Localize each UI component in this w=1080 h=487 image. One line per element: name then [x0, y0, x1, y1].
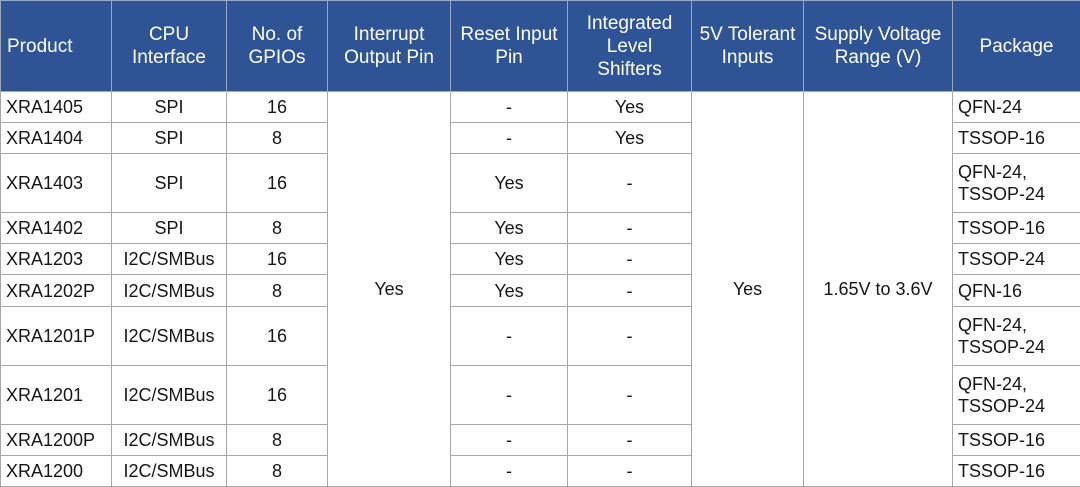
- cell-cpu-interface: SPI: [111, 153, 227, 214]
- column-header-5v-tolerant-inputs: 5V Tolerant Inputs: [691, 0, 804, 92]
- column-header-cpu-interface: CPU Interface: [111, 0, 227, 92]
- cell-reset-input-pin: -: [450, 122, 568, 155]
- cell-product: XRA1402: [0, 212, 112, 245]
- cell-package: TSSOP-16: [952, 423, 1080, 456]
- cell-reset-input-pin: Yes: [450, 243, 568, 276]
- cell-no-of-gpios: 16: [226, 90, 328, 124]
- cell-package: QFN-24: [952, 90, 1080, 124]
- column-header-reset-input-pin: Reset Input Pin: [450, 0, 568, 92]
- cell-package: TSSOP-16: [952, 454, 1080, 487]
- cell-package: QFN-24, TSSOP-24: [952, 153, 1080, 214]
- cell-no-of-gpios: 16: [226, 305, 328, 366]
- cell-integrated-level-shifters: Yes: [567, 90, 692, 124]
- cell-product: XRA1203: [0, 243, 112, 276]
- cell-integrated-level-shifters: -: [567, 423, 692, 456]
- cell-integrated-level-shifters: -: [567, 454, 692, 487]
- cell-product: XRA1201: [0, 364, 112, 425]
- cell-cpu-interface: I2C/SMBus: [111, 423, 227, 456]
- cell-supply-voltage-range-merged: 1.65V to 3.6V: [803, 91, 953, 487]
- cell-integrated-level-shifters: -: [567, 274, 692, 307]
- cell-integrated-level-shifters: -: [567, 212, 692, 245]
- cell-reset-input-pin: -: [450, 305, 568, 366]
- cell-cpu-interface: I2C/SMBus: [111, 364, 227, 425]
- cell-integrated-level-shifters: -: [567, 243, 692, 276]
- cell-integrated-level-shifters: -: [567, 364, 692, 425]
- column-header-package: Package: [952, 0, 1080, 92]
- cell-product: XRA1405: [0, 90, 112, 124]
- cell-cpu-interface: I2C/SMBus: [111, 243, 227, 276]
- cell-interrupt-output-pin-merged: Yes: [327, 91, 451, 487]
- cell-no-of-gpios: 8: [226, 423, 328, 456]
- cell-integrated-level-shifters: Yes: [567, 122, 692, 155]
- column-header-no-of-gpios: No. of GPIOs: [226, 0, 328, 92]
- cell-integrated-level-shifters: -: [567, 153, 692, 214]
- column-header-product: Product: [0, 0, 112, 92]
- header-row: Product CPU Interface No. of GPIOs Inter…: [0, 0, 1080, 92]
- cell-product: XRA1200: [0, 454, 112, 487]
- cell-no-of-gpios: 8: [226, 454, 328, 487]
- cell-no-of-gpios: 16: [226, 153, 328, 214]
- cell-product: XRA1201P: [0, 305, 112, 366]
- cell-package: TSSOP-16: [952, 122, 1080, 155]
- cell-product: XRA1403: [0, 153, 112, 214]
- cell-no-of-gpios: 16: [226, 243, 328, 276]
- cell-no-of-gpios: 8: [226, 122, 328, 155]
- cell-reset-input-pin: Yes: [450, 153, 568, 214]
- cell-no-of-gpios: 8: [226, 212, 328, 245]
- column-header-interrupt-output-pin: Interrupt Output Pin: [327, 0, 451, 92]
- cell-cpu-interface: I2C/SMBus: [111, 274, 227, 307]
- cell-reset-input-pin: -: [450, 423, 568, 456]
- cell-cpu-interface: SPI: [111, 90, 227, 124]
- cell-package: QFN-16: [952, 274, 1080, 307]
- cell-package: TSSOP-24: [952, 243, 1080, 276]
- cell-reset-input-pin: -: [450, 90, 568, 124]
- cell-cpu-interface: I2C/SMBus: [111, 305, 227, 366]
- cell-cpu-interface: SPI: [111, 122, 227, 155]
- column-header-integrated-level-shifters: Integrated Level Shifters: [567, 0, 692, 92]
- cell-product: XRA1404: [0, 122, 112, 155]
- cell-product: XRA1202P: [0, 274, 112, 307]
- table-header: Product CPU Interface No. of GPIOs Inter…: [0, 0, 1080, 92]
- cell-no-of-gpios: 8: [226, 274, 328, 307]
- cell-5v-tolerant-inputs-merged: Yes: [691, 91, 804, 487]
- cell-package: QFN-24, TSSOP-24: [952, 364, 1080, 425]
- cell-package: QFN-24, TSSOP-24: [952, 305, 1080, 366]
- cell-reset-input-pin: -: [450, 364, 568, 425]
- cell-cpu-interface: I2C/SMBus: [111, 454, 227, 487]
- cell-product: XRA1200P: [0, 423, 112, 456]
- cell-reset-input-pin: Yes: [450, 274, 568, 307]
- cell-reset-input-pin: -: [450, 454, 568, 487]
- cell-no-of-gpios: 16: [226, 364, 328, 425]
- cell-cpu-interface: SPI: [111, 212, 227, 245]
- cell-package: TSSOP-16: [952, 212, 1080, 245]
- cell-integrated-level-shifters: -: [567, 305, 692, 366]
- column-header-supply-voltage-range: Supply Voltage Range (V): [803, 0, 953, 92]
- cell-reset-input-pin: Yes: [450, 212, 568, 245]
